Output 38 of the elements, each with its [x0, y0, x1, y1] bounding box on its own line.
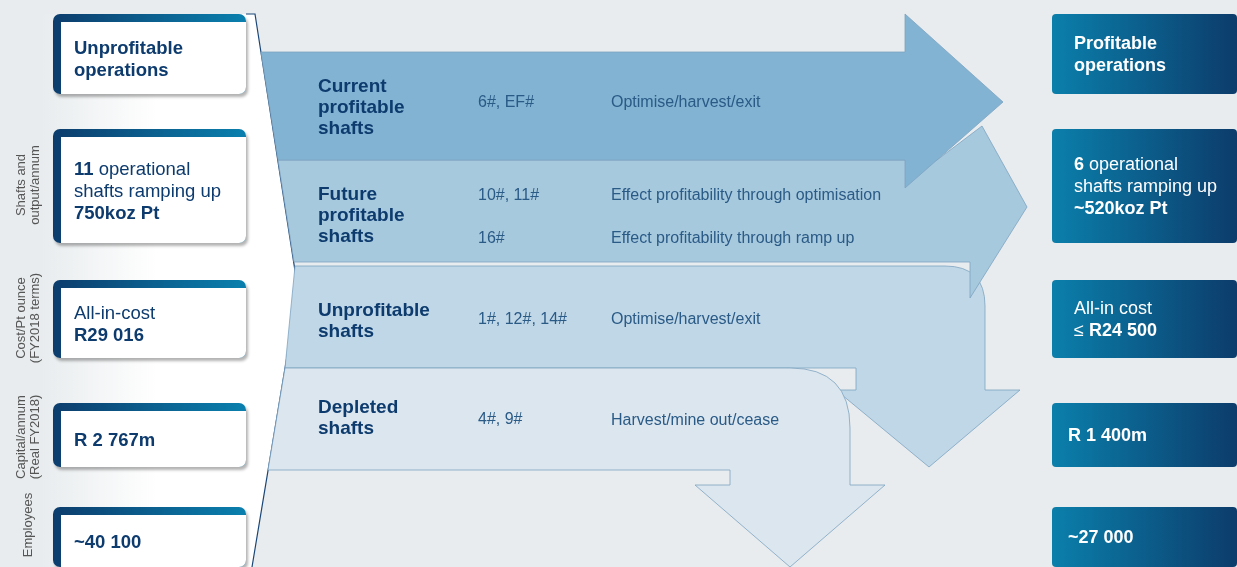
target-card — [1052, 280, 1237, 358]
card-text: 11 operational shafts ramping up 750koz Pt — [74, 158, 223, 224]
band-text: 1#, 12#, 14# — [478, 309, 567, 328]
card-text: 6 operational shafts ramping up ~520koz Pt — [1074, 153, 1219, 219]
card-text: Profitable operations — [1074, 32, 1167, 76]
band-text: 16# — [478, 228, 505, 247]
arrow-band — [268, 368, 885, 567]
band-text: Effect profitability through optimisation — [611, 185, 882, 204]
target-card — [1052, 403, 1237, 467]
row-label: Employees — [21, 491, 35, 560]
band-text: Optimise/harvest/exit — [611, 309, 761, 328]
card-text: ≤ R24 500 — [1074, 319, 1158, 341]
target-card — [1052, 129, 1237, 243]
card-text: R 1 400m — [1068, 424, 1149, 446]
group-heading: Depleted shafts — [318, 396, 400, 438]
target-card — [1052, 507, 1237, 567]
row-label: Capital/annum (Real FY2018) — [14, 393, 42, 482]
card-text: All-in-cost — [74, 302, 157, 324]
arrow-band — [285, 266, 1020, 467]
band-text: 6#, EF# — [478, 92, 535, 111]
group-heading: Current profitable shafts — [318, 75, 406, 138]
card-text: R29 016 — [74, 324, 145, 346]
card-text: R 2 767m — [74, 429, 157, 451]
arrow-band — [261, 14, 1003, 188]
band-text: Optimise/harvest/exit — [611, 92, 761, 111]
row-label: Cost/Pt ounce (FY2018 terms) — [14, 271, 42, 366]
band-text: Effect profitability through ramp up — [611, 228, 855, 247]
card-text: All-in cost — [1074, 297, 1154, 319]
target-card — [1052, 14, 1237, 94]
band-text: Harvest/mine out/cease — [611, 410, 780, 429]
card-text: ~40 100 — [74, 531, 143, 553]
card-text: ~27 000 — [1068, 526, 1135, 548]
band-text: 4#, 9# — [478, 409, 523, 428]
group-heading: Unprofitable shafts — [318, 299, 431, 341]
row-label: Shafts and output/annum — [14, 144, 42, 227]
card-text: Unprofitable operations — [74, 37, 184, 81]
group-heading: Future profitable shafts — [318, 183, 406, 246]
band-text: 10#, 11# — [478, 185, 540, 204]
